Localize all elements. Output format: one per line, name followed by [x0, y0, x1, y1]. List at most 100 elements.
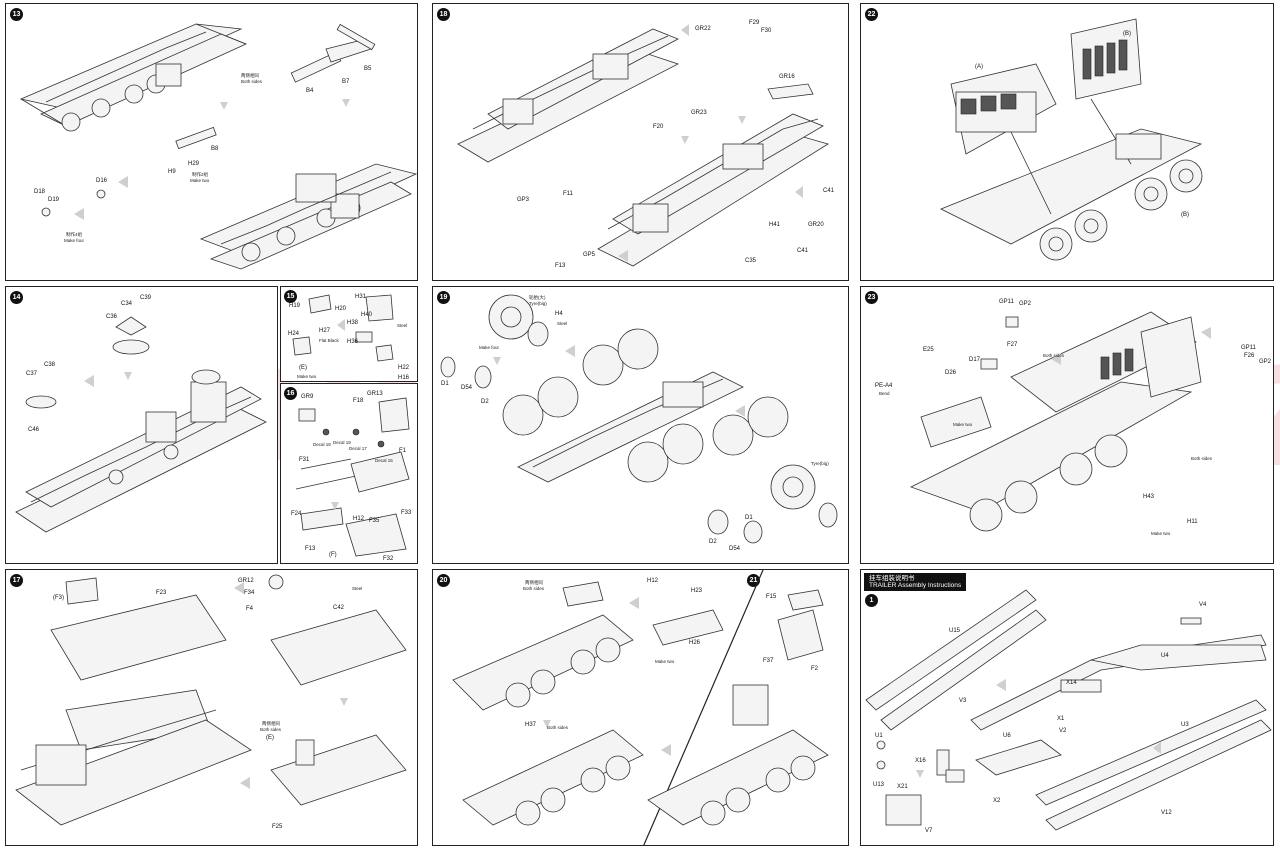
- step-23-panel: 23 GP11 GP2 F27 Both sides E25 D26 D17 P…: [860, 286, 1274, 564]
- step-number: 13: [10, 8, 23, 21]
- note-make-two: Make two: [1151, 531, 1171, 536]
- part-label: F27: [1007, 342, 1018, 348]
- note-make-two: Make two: [190, 178, 210, 183]
- chassis-frame-bottom: [199, 163, 417, 270]
- part-label: V3: [959, 698, 967, 704]
- part-label: U3: [1181, 722, 1189, 728]
- step-number: 15: [284, 290, 297, 303]
- note-both-sides-cn: 两侧相同: [241, 73, 259, 78]
- part-label: GP11: [1241, 345, 1256, 351]
- part-label: V7: [925, 828, 933, 834]
- assembly-label: (B): [1181, 212, 1189, 218]
- trailer-title: TRAILER Assembly Instructions: [869, 582, 962, 589]
- part-label: H26: [689, 640, 701, 646]
- part-label: PE-A4: [875, 383, 893, 389]
- step-21-truck: [647, 684, 829, 826]
- step-number: 20: [437, 574, 450, 587]
- part-label: GP5: [583, 252, 596, 258]
- part-label: GP2: [1259, 359, 1272, 365]
- part-label: C39: [140, 295, 152, 301]
- part-label: X16: [915, 758, 926, 764]
- part-label: GR20: [808, 222, 824, 228]
- step-20-truck-bottom: [462, 729, 644, 826]
- chassis-frame-top: [19, 23, 248, 132]
- note-tyre-cn: 轮胎(大): [529, 295, 546, 300]
- part-label: D16: [96, 178, 108, 184]
- note-make-four: Make four: [64, 238, 85, 243]
- part-label: H31: [355, 294, 367, 300]
- part-label: H12: [647, 578, 659, 584]
- step-number: 14: [10, 291, 23, 304]
- part-label: U6: [1003, 733, 1011, 739]
- note-tyre: Tyre(big): [529, 301, 547, 306]
- part-label: X14: [1066, 680, 1077, 686]
- step-number: 1: [865, 594, 878, 607]
- part-label: GR13: [367, 391, 383, 397]
- part-label: U1: [875, 733, 883, 739]
- part-label: H41: [769, 222, 781, 228]
- note-both-sides: Both sides: [547, 725, 569, 730]
- part-label: X1: [1057, 716, 1065, 722]
- part-label: GR22: [695, 26, 711, 32]
- assembly-label: (A): [975, 64, 983, 70]
- part-label: U4: [1161, 653, 1169, 659]
- trailer-step-1-diagram: [865, 589, 1272, 831]
- part-label: H20: [335, 306, 347, 312]
- step-19-panel: 19 轮胎(大) Tyre(big) H4 Steel Make four D1…: [432, 286, 849, 564]
- note-both-sides: Both sides: [1043, 353, 1065, 358]
- part-label: GP3: [517, 197, 530, 203]
- part-label: GR12: [238, 578, 254, 584]
- part-label: D54: [461, 385, 473, 391]
- part-label: H16: [398, 375, 410, 381]
- part-label: C46: [28, 427, 40, 433]
- part-label: H38: [347, 320, 359, 326]
- note-make-four-cn: 制作4组: [66, 232, 83, 237]
- trailer-title-bar: 挂车组装说明书 TRAILER Assembly Instructions: [864, 573, 967, 591]
- step-15-panel: 15 H19 H20 H31 H40 H38 Steel H24 H27 Fla…: [280, 286, 418, 382]
- part-label: F20: [653, 124, 664, 130]
- step-17-diagram: [15, 574, 407, 826]
- step-number: 16: [284, 387, 297, 400]
- note-both-sides: Both sides: [241, 79, 263, 84]
- part-label: U13: [873, 782, 885, 788]
- part-label: D2: [709, 539, 717, 545]
- step-number: 18: [437, 8, 450, 21]
- note-make-four: Make four: [479, 345, 500, 350]
- part-label: V4: [1199, 602, 1207, 608]
- step-22-diagram: [940, 18, 1203, 261]
- step-20-truck-top: [452, 581, 634, 711]
- part-label: H36: [347, 339, 359, 345]
- decal-label: Decal 19: [333, 440, 351, 445]
- part-label: C41: [797, 248, 809, 254]
- part-label: B8: [211, 146, 219, 152]
- part-label: H37: [525, 722, 537, 728]
- part-label: F26: [1244, 353, 1255, 359]
- part-label: H40: [361, 312, 373, 318]
- part-label: F4: [246, 606, 254, 612]
- part-label: H12: [353, 516, 365, 522]
- step-20-21-diagram: [452, 570, 829, 845]
- note-both-sides: Both sides: [260, 727, 282, 732]
- part-label: D17: [969, 357, 981, 363]
- decal-label: Decal 17: [349, 446, 367, 451]
- assembly-label: (F): [329, 552, 337, 558]
- trailer-title-cn: 挂车组装说明书: [869, 575, 915, 582]
- part-label: C35: [745, 258, 757, 264]
- part-label: F13: [555, 263, 566, 269]
- part-label: F35: [369, 518, 380, 524]
- part-label: D1: [745, 515, 753, 521]
- part-label: X21: [897, 784, 908, 790]
- step-15-diagram: [292, 294, 394, 362]
- part-label: H19: [289, 303, 301, 309]
- note-flat-black: Flat Black: [319, 338, 339, 343]
- part-label: D2: [481, 399, 489, 405]
- step-17-panel: 17 (F3) F23 GR12 F34 F4 Steel C42 两侧相同 B…: [5, 569, 418, 846]
- part-label: F31: [299, 457, 310, 463]
- part-label: C42: [333, 605, 345, 611]
- step-22-panel: 22 (A) (B) (B): [860, 3, 1274, 281]
- part-label: F34: [244, 590, 255, 596]
- step-number: 19: [437, 291, 450, 304]
- part-label: GP2: [1019, 301, 1032, 307]
- part-label: GR16: [779, 74, 795, 80]
- note-steel: Steel: [397, 323, 408, 328]
